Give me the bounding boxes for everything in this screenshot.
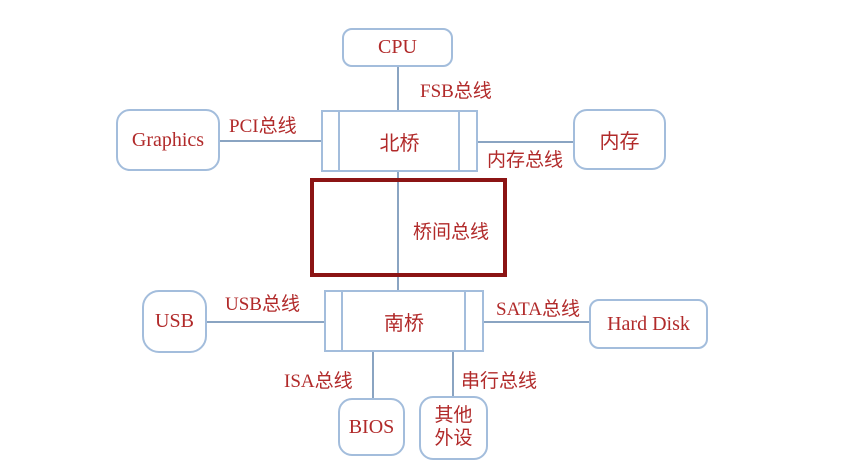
connector-southbridge-harddisk [483, 321, 590, 323]
connector-graphics-northbridge [219, 140, 322, 142]
node-other-peripherals: 其他 外设 [419, 396, 488, 460]
node-graphics: Graphics [116, 109, 220, 171]
bus-label-sata: SATA总线 [496, 299, 580, 320]
flange-line [464, 292, 466, 350]
node-hard-disk-label: Hard Disk [607, 312, 690, 335]
node-usb: USB [142, 290, 207, 353]
connector-usb-southbridge [206, 321, 325, 323]
node-usb-label: USB [155, 310, 194, 332]
connector-northbridge-southbridge [397, 171, 399, 291]
bus-label-serial: 串行总线 [461, 371, 538, 392]
node-south-bridge-label: 南桥 [384, 312, 424, 335]
highlight-rectangle [310, 178, 507, 277]
node-cpu: CPU [342, 28, 453, 67]
bus-label-memory: 内存总线 [487, 150, 564, 171]
flange-line [341, 292, 343, 350]
flange-line [458, 112, 460, 170]
connector-southbridge-peripherals [452, 351, 454, 397]
node-bios: BIOS [338, 398, 405, 456]
node-memory-label: 内存 [599, 131, 640, 153]
bus-label-isa: ISA总线 [284, 371, 353, 392]
bus-label-bridge: 桥间总线 [413, 222, 490, 243]
node-graphics-label: Graphics [131, 128, 205, 151]
bus-label-usb: USB总线 [225, 294, 300, 315]
node-north-bridge: 北桥 [321, 110, 478, 172]
node-south-bridge: 南桥 [324, 290, 484, 352]
node-memory: 内存 [573, 109, 666, 170]
node-cpu-label: CPU [378, 36, 417, 58]
node-north-bridge-label: 北桥 [379, 132, 420, 155]
other-peripherals-line2: 外设 [434, 428, 473, 449]
node-bios-label: BIOS [348, 415, 395, 438]
connector-cpu-northbridge [397, 67, 399, 110]
node-other-peripherals-label: 其他 外设 [434, 405, 472, 451]
flange-line [338, 112, 340, 170]
connector-northbridge-memory [477, 141, 574, 143]
bus-label-pci: PCI总线 [229, 116, 297, 137]
bus-label-fsb: FSB总线 [420, 81, 492, 102]
other-peripherals-line1: 其他 [434, 405, 473, 427]
connector-southbridge-bios [372, 351, 374, 398]
node-hard-disk: Hard Disk [589, 299, 708, 349]
